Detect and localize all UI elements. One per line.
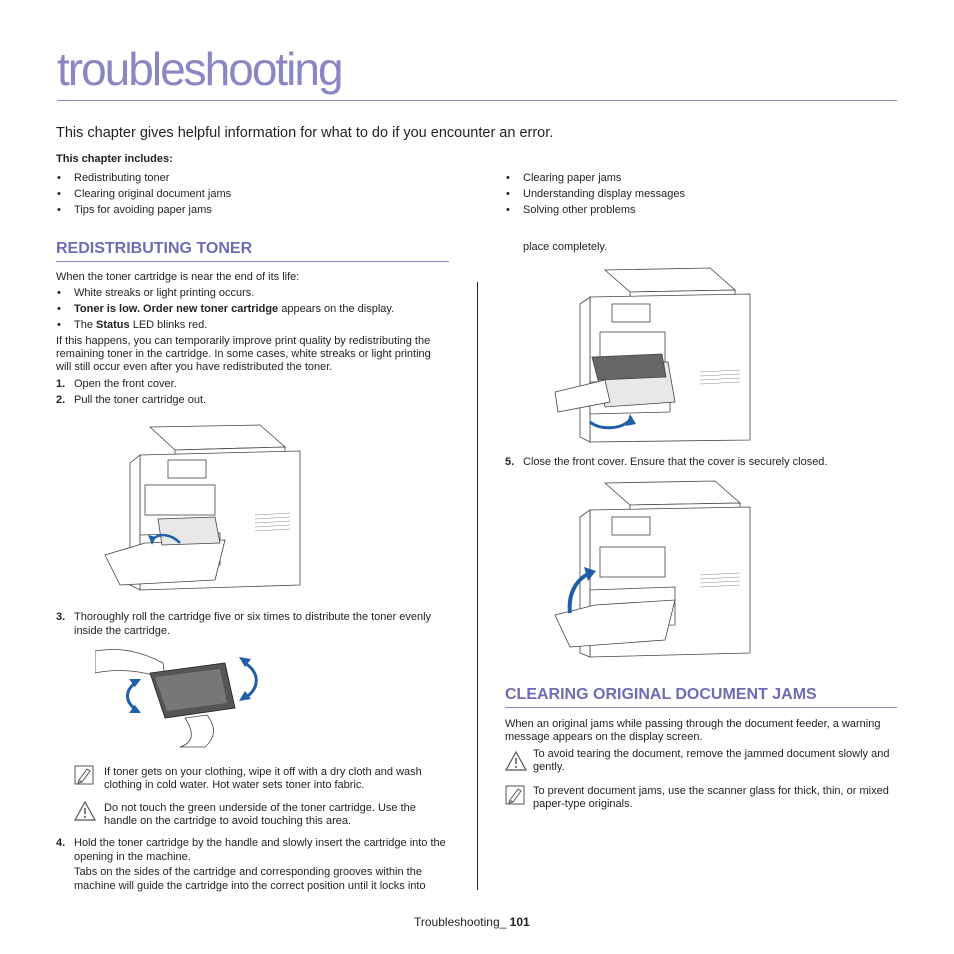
doc-jams-paragraph: When an original jams while passing thro… bbox=[505, 718, 881, 743]
printer-open-cover-illustration bbox=[100, 415, 305, 600]
includes-label: This chapter includes: bbox=[56, 153, 173, 165]
chapter-intro: This chapter gives helpful information f… bbox=[56, 125, 554, 141]
section-heading-doc-jams: CLEARING ORIGINAL DOCUMENT JAMS bbox=[505, 686, 817, 703]
toner-paragraph: If this happens, you can temporarily imp… bbox=[56, 335, 431, 373]
caution-text: Do not touch the green underside of the … bbox=[104, 802, 416, 827]
step-1: 1.Open the front cover. bbox=[56, 378, 177, 390]
section-heading-toner: REDISTRIBUTING TONER bbox=[56, 240, 253, 257]
warning-triangle-icon bbox=[505, 751, 527, 771]
list-item: •Redistributing toner bbox=[57, 172, 170, 184]
doc-jams-note: To prevent document jams, use the scanne… bbox=[533, 785, 889, 810]
page-footer: Troubleshooting_ 101 bbox=[414, 915, 530, 929]
title-rule bbox=[57, 100, 897, 101]
section-rule bbox=[56, 261, 449, 262]
step-4-continued: Tabs on the sides of the cartridge and c… bbox=[74, 866, 426, 892]
toner-symptoms: •White streaks or light printing occurs.… bbox=[56, 285, 394, 333]
insert-cartridge-illustration bbox=[550, 262, 755, 447]
step-5: 5.Close the front cover. Ensure that the… bbox=[505, 456, 828, 468]
list-item: •White streaks or light printing occurs. bbox=[57, 287, 255, 299]
list-item: •Solving other problems bbox=[506, 204, 636, 216]
toner-lead: When the toner cartridge is near the end… bbox=[56, 271, 300, 283]
step-3: 3.Thoroughly roll the cartridge five or … bbox=[56, 611, 432, 637]
list-item: •Understanding display messages bbox=[506, 188, 686, 200]
list-item: •Toner is low. Order new toner cartridge… bbox=[57, 303, 395, 315]
column-divider bbox=[477, 282, 478, 890]
page-number: 101 bbox=[509, 915, 530, 929]
list-item: •Clearing original document jams bbox=[57, 188, 232, 200]
toc-right: •Clearing paper jams •Understanding disp… bbox=[505, 170, 685, 218]
note-pencil-icon bbox=[74, 765, 94, 785]
list-item: •Tips for avoiding paper jams bbox=[57, 204, 212, 216]
note-text: If toner gets on your clothing, wipe it … bbox=[104, 766, 422, 791]
note-pencil-icon bbox=[505, 785, 525, 805]
footer-text: Troubleshooting_ bbox=[414, 915, 507, 929]
page-title: troubleshooting bbox=[57, 43, 344, 95]
close-cover-illustration bbox=[550, 475, 755, 660]
rolling-cartridge-illustration bbox=[95, 643, 280, 748]
section-rule bbox=[505, 707, 897, 708]
toc-left: •Redistributing toner •Clearing original… bbox=[56, 170, 231, 218]
doc-jams-caution: To avoid tearing the document, remove th… bbox=[533, 748, 890, 773]
list-item: •The Status LED blinks red. bbox=[57, 319, 208, 331]
step-4-continued-2: place completely. bbox=[523, 241, 608, 253]
list-item: •Clearing paper jams bbox=[506, 172, 622, 184]
step-4: 4.Hold the toner cartridge by the handle… bbox=[56, 837, 446, 863]
step-2: 2.Pull the toner cartridge out. bbox=[56, 394, 207, 406]
warning-triangle-icon bbox=[74, 801, 96, 821]
